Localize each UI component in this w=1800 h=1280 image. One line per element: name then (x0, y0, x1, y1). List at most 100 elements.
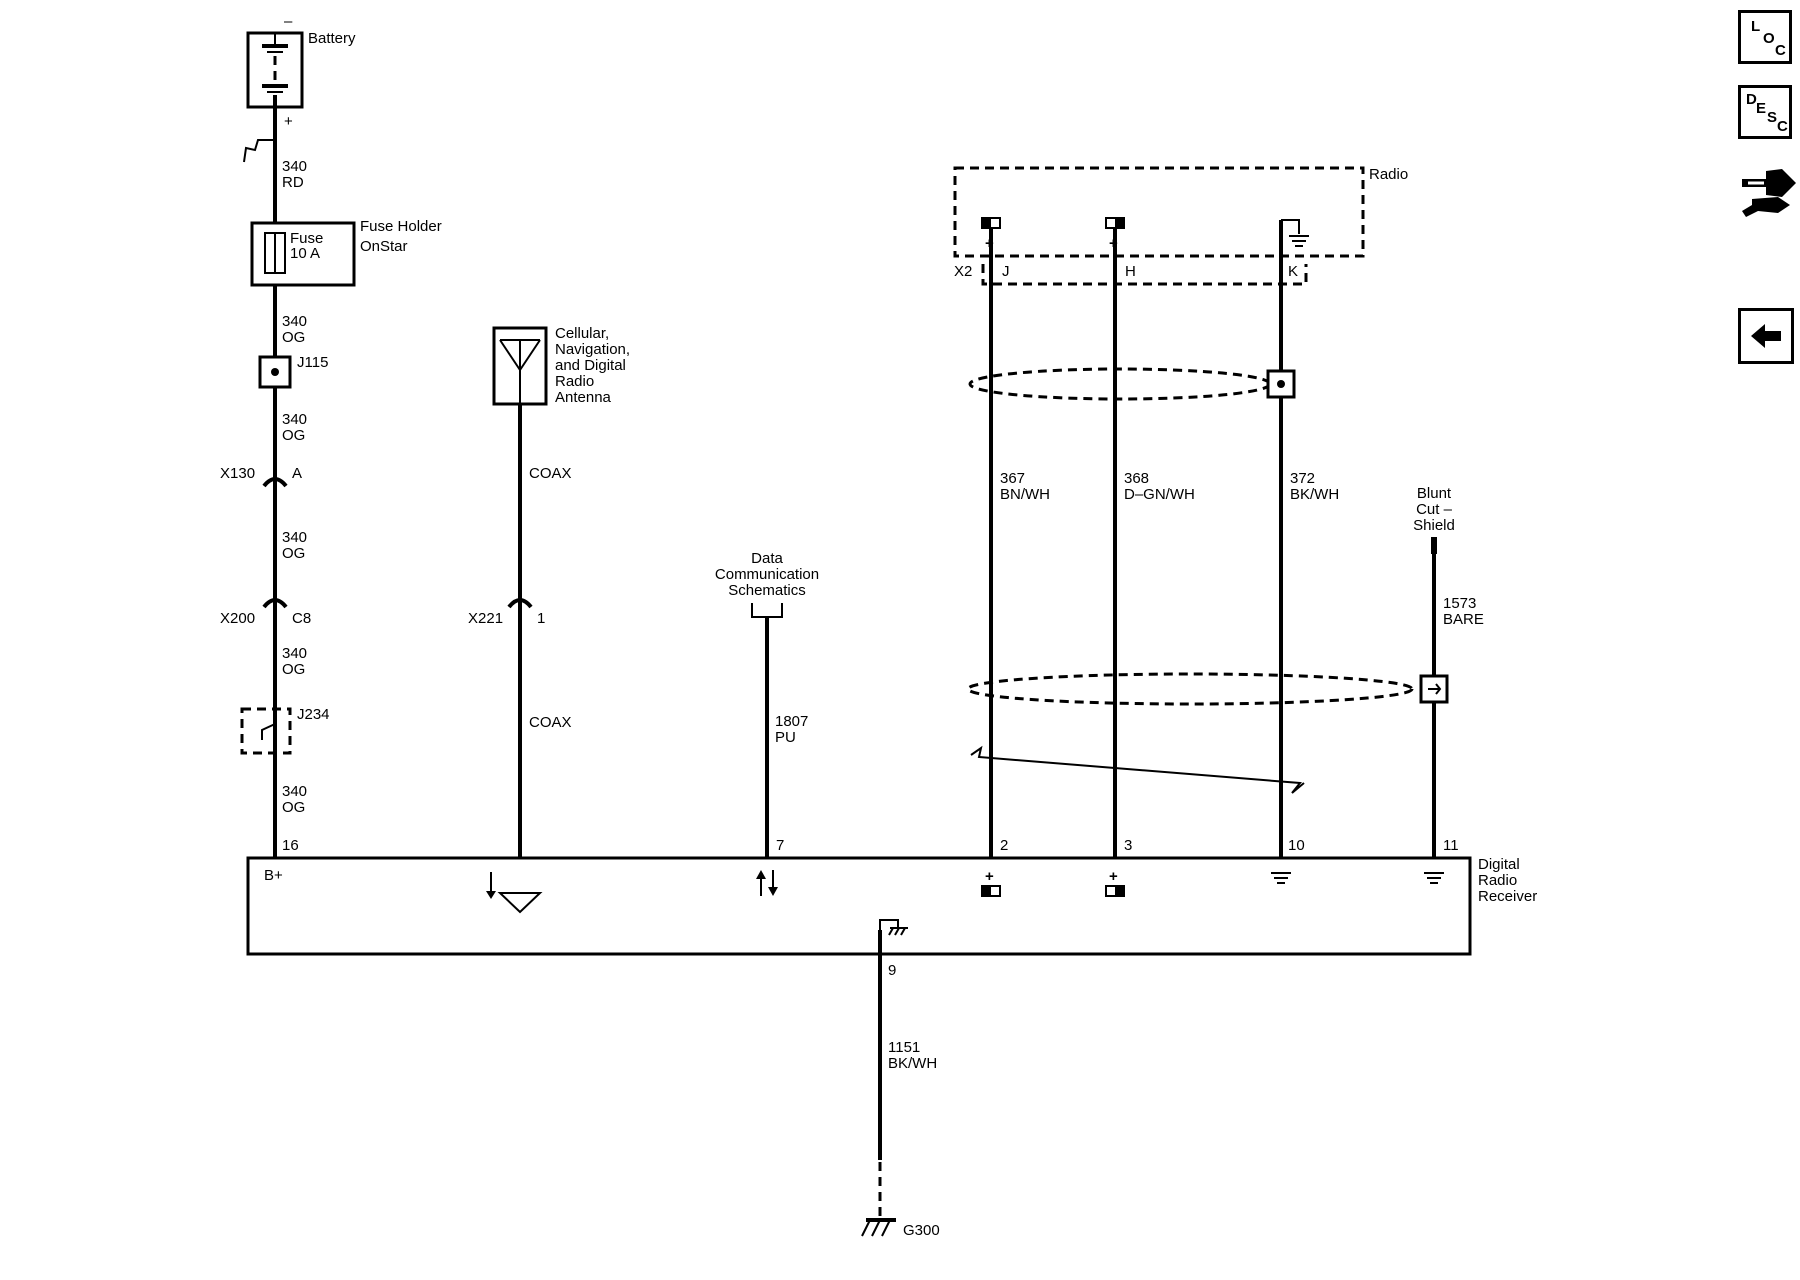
wire-372-color: BK/WH (1290, 486, 1339, 503)
connector-end-view-icon[interactable] (1738, 153, 1800, 223)
wire-368-num: 368 (1124, 470, 1149, 487)
shield-label-line1: Blunt (1417, 485, 1452, 502)
digital-radio-receiver (246, 856, 1472, 956)
wire-340-4-num: 340 (282, 529, 307, 546)
receiver-pin-11: 11 (1443, 837, 1459, 854)
receiver-chassis-ground-icon (879, 919, 908, 936)
data-comm-label-line3: Schematics (728, 582, 806, 599)
description-button[interactable]: D E S C (1738, 85, 1792, 139)
receiver-speaker-input-3-icon (1105, 885, 1125, 897)
receiver-data-arrows-icon (756, 870, 778, 896)
antenna-label-line4: Radio (555, 373, 594, 390)
wire-340-5-color: OG (282, 661, 305, 678)
receiver-plus-3: + (1109, 868, 1118, 885)
receiver-pin-7: 7 (776, 837, 784, 854)
connector-x2-label: X2 (954, 263, 972, 280)
connector-x200-pin: C8 (292, 610, 311, 627)
wire-368-color: D–GN/WH (1124, 486, 1195, 503)
data-comm-label-line1: Data (751, 550, 783, 567)
wire-1573-num: 1573 (1443, 595, 1476, 612)
wire-372-num: 372 (1290, 470, 1315, 487)
connector-x200-label: X200 (220, 610, 255, 627)
splice-j234 (240, 705, 292, 760)
description-letter-c: C (1777, 118, 1788, 135)
twisted-pair-upper (968, 367, 1272, 401)
connector-x221 (507, 598, 533, 621)
connector-x130-label: X130 (220, 465, 255, 482)
fuse-label: Fuse (290, 230, 323, 247)
fuse-symbol (250, 221, 356, 287)
antenna-symbol (492, 326, 548, 406)
wire-340-6-num: 340 (282, 783, 307, 800)
description-letter-e: E (1756, 100, 1767, 117)
description-letter-s: S (1767, 109, 1778, 126)
battery-minus-label: – (284, 13, 293, 30)
shield-drain-splice (1419, 674, 1449, 704)
receiver-pin-10: 10 (1288, 837, 1305, 854)
radio-component-boundary (953, 166, 1365, 258)
shield-splice-upper (1266, 369, 1296, 399)
wire-340-3-color: OG (282, 427, 305, 444)
fuse-holder-onstar-label: OnStar (360, 238, 408, 255)
wire-1807-num: 1807 (775, 713, 808, 730)
wire-340-1-num: 340 (282, 158, 307, 175)
connector-x130-pin: A (292, 465, 302, 482)
connector-x200 (262, 598, 288, 621)
wire-1151-color: BK/WH (888, 1055, 937, 1072)
connector-x130 (262, 477, 288, 500)
location-letter-o: O (1763, 30, 1775, 47)
wire-340-2-num: 340 (282, 313, 307, 330)
battery-symbol (246, 31, 304, 109)
antenna-label-line3: and Digital (555, 357, 626, 374)
data-comm-reference-bracket (751, 603, 783, 618)
receiver-label-line2: Radio (1478, 872, 1517, 889)
splice-j234-label: J234 (297, 706, 330, 723)
wire-340-1-color: RD (282, 174, 304, 191)
location-letter-l: L (1751, 18, 1761, 35)
coax-label-upper: COAX (529, 465, 572, 482)
wire-367-num: 367 (1000, 470, 1025, 487)
wire-1151-num: 1151 (888, 1039, 920, 1056)
wire-367-color: BN/WH (1000, 486, 1050, 503)
back-arrow-icon (1751, 324, 1781, 348)
wire-340-2-color: OG (282, 329, 305, 346)
receiver-label-line1: Digital (1478, 856, 1520, 873)
location-button[interactable]: L O C (1738, 10, 1792, 64)
radio-label: Radio (1369, 166, 1408, 183)
ground-g300-label: G300 (903, 1222, 940, 1239)
receiver-label-line3: Receiver (1478, 888, 1537, 905)
receiver-pin-9: 9 (888, 962, 896, 979)
splice-j115-label: J115 (297, 354, 328, 371)
wire-340-4-color: OG (282, 545, 305, 562)
battery-label: Battery (308, 30, 356, 47)
connector-x2-pin-h: H (1125, 263, 1136, 280)
connector-x2-pin-k: K (1288, 263, 1298, 280)
description-letter-d: D (1746, 91, 1757, 108)
antenna-label-line5: Antenna (555, 389, 612, 406)
twisted-pair-lower (966, 672, 1414, 706)
fuse-holder-label: Fuse Holder (360, 218, 442, 235)
battery-plus-label: + (284, 113, 293, 130)
receiver-plus-2: + (985, 868, 994, 885)
location-letter-c: C (1775, 42, 1786, 59)
cable-continuation-break (970, 745, 1305, 794)
radio-speaker-output-h-icon (1105, 217, 1125, 229)
connector-x2-outline (981, 264, 1308, 286)
connector-x221-pin: 1 (537, 610, 545, 627)
ground-g300-icon (861, 1218, 896, 1237)
radio-speaker-output-j-icon (981, 217, 1001, 229)
back-button[interactable] (1738, 308, 1794, 364)
fuse-rating: 10 A (290, 245, 320, 262)
receiver-bplus-label: B+ (264, 867, 283, 884)
shield-label-line3: Shield (1413, 517, 1455, 534)
antenna-label-line1: Cellular, (555, 325, 609, 342)
receiver-pin-2: 2 (1000, 837, 1008, 854)
antenna-label-line2: Navigation, (555, 341, 630, 358)
receiver-pin-3: 3 (1124, 837, 1132, 854)
receiver-antenna-input-icon (486, 872, 543, 914)
receiver-ground-10-icon (1271, 872, 1291, 884)
wire-hot-at-all-times-mark (243, 139, 275, 163)
wire-340-6-color: OG (282, 799, 305, 816)
wire-1573-color: BARE (1443, 611, 1484, 628)
